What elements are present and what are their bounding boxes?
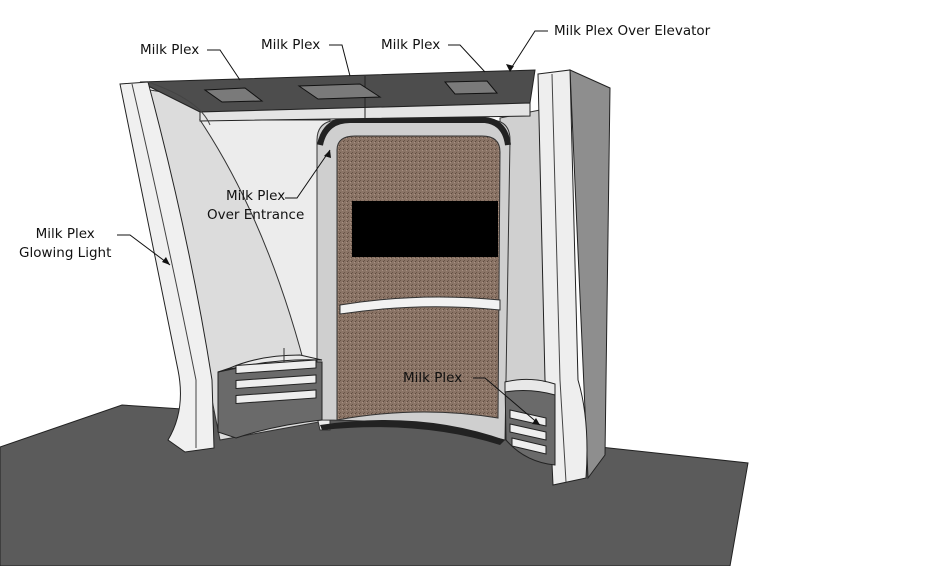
label-counter: Milk Plex xyxy=(403,370,463,386)
left-pillar xyxy=(119,81,215,453)
skylight-1 xyxy=(203,87,264,103)
right-counter-top xyxy=(504,378,556,396)
leader-line-glowing-light xyxy=(117,234,171,266)
right-side-panel xyxy=(569,69,611,480)
left-counter-stripe xyxy=(235,389,317,405)
leader-line-counter xyxy=(473,377,541,426)
right-pillar-edge xyxy=(551,73,567,483)
left-counter-stripe xyxy=(235,374,317,390)
leader-line-top-1 xyxy=(207,49,241,81)
left-pillar-edge xyxy=(131,83,197,448)
left-pillar-top-curve xyxy=(147,81,211,126)
label-over-entrance-line2: Over Entrance xyxy=(207,207,305,223)
leader-line-over-entrance xyxy=(285,149,331,199)
leader-line-top-3 xyxy=(448,44,486,73)
floor xyxy=(0,404,749,566)
label-milk-plex-2: Milk Plex xyxy=(261,37,321,53)
label-over-elevator: Milk Plex Over Elevator xyxy=(554,23,711,39)
elevator-floor xyxy=(320,420,505,445)
right-counter-stripe xyxy=(511,437,547,455)
label-over-entrance: Milk Plex Over Entrance xyxy=(207,187,304,225)
arrowhead-glowing-light xyxy=(162,257,170,265)
elevator-screen xyxy=(352,201,498,257)
glowing-band xyxy=(339,296,501,315)
leader-line-top-2 xyxy=(329,44,351,77)
label-glowing-light: Milk Plex Glowing Light xyxy=(19,225,111,263)
arrowheads xyxy=(162,64,540,425)
leader-line-over-elevator xyxy=(509,30,548,71)
label-glowing-light-line1: Milk Plex xyxy=(35,226,95,242)
arrowhead-over-entrance xyxy=(324,150,331,158)
elevator-arch xyxy=(317,117,511,146)
left-counter-stripe xyxy=(235,359,317,375)
label-glowing-light-line2: Glowing Light xyxy=(19,245,112,261)
label-milk-plex-1: Milk Plex xyxy=(140,42,200,58)
arrowhead-over-elevator xyxy=(506,64,514,72)
skylight-3 xyxy=(443,80,499,95)
label-over-entrance-line1: Milk Plex xyxy=(226,188,286,204)
arrowhead-counter xyxy=(532,418,540,425)
leader-lines xyxy=(117,30,548,426)
label-milk-plex-3: Milk Plex xyxy=(381,37,441,53)
skylight-2 xyxy=(297,83,382,100)
right-counter-stripe xyxy=(509,423,547,441)
